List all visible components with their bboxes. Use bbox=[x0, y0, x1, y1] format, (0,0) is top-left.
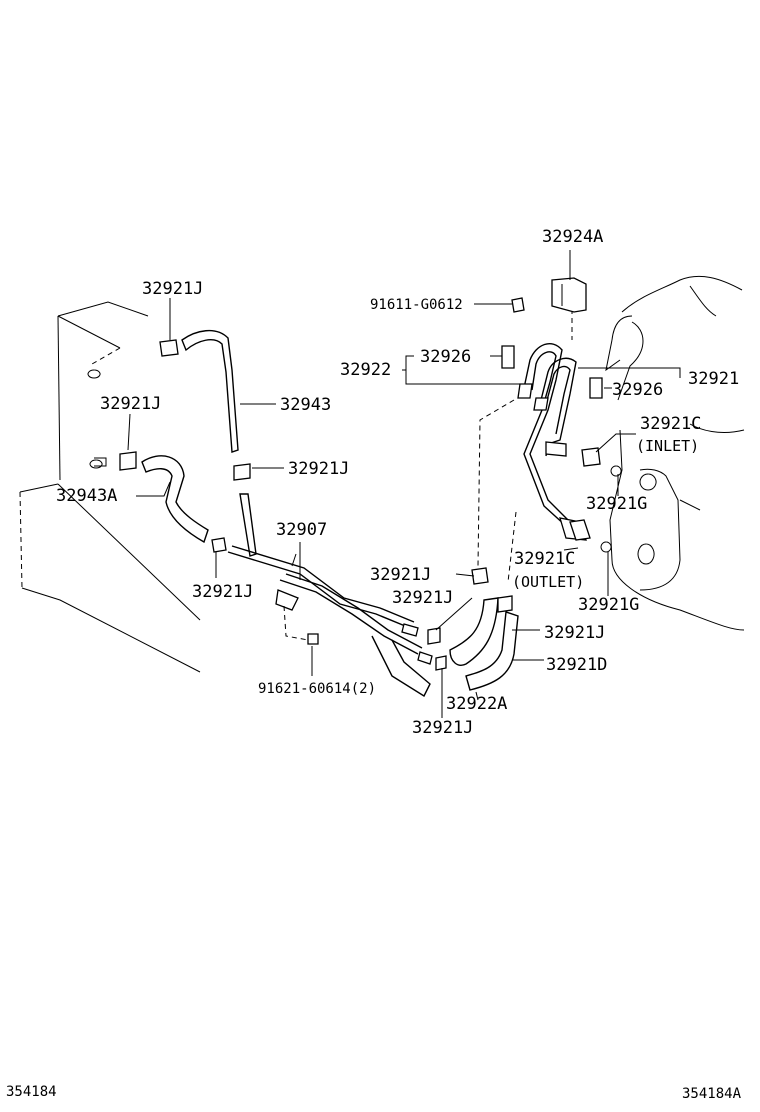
clip-32921J-top bbox=[159, 339, 179, 357]
bolt-91611 bbox=[511, 297, 525, 313]
label-32943: 32943 bbox=[280, 395, 331, 415]
pipe-32907 bbox=[227, 493, 433, 698]
union-32921C-inlet bbox=[581, 447, 622, 477]
label-32921G-a: 32921G bbox=[586, 494, 647, 514]
clip-32921J-center bbox=[427, 567, 513, 671]
label-32926-b: 32926 bbox=[612, 380, 663, 400]
radiator-outline bbox=[19, 301, 201, 673]
label-91611-G0612: 91611-G0612 bbox=[370, 297, 463, 313]
union-32921C-outlet bbox=[569, 519, 612, 553]
label-32921: 32921 bbox=[688, 369, 739, 389]
leader-lines bbox=[127, 250, 681, 718]
label-32921C-inlet: 32921C bbox=[640, 414, 701, 434]
label-32922A: 32922A bbox=[446, 694, 507, 714]
pipe-32921 bbox=[477, 300, 587, 583]
label-32921J-mid: 32921J bbox=[288, 459, 349, 479]
label-32921J-low: 32921J bbox=[192, 582, 253, 602]
label-32907: 32907 bbox=[276, 520, 327, 540]
label-inlet: (INLET) bbox=[636, 437, 699, 455]
clip-32921J-low bbox=[211, 537, 227, 553]
label-32924A: 32924A bbox=[542, 227, 603, 247]
hose-32943A bbox=[141, 455, 209, 544]
label-32921J-c3: 32921J bbox=[544, 623, 605, 643]
hose-32922A bbox=[449, 597, 499, 666]
clip-32921J-left bbox=[94, 451, 137, 471]
label-91621-60614: 91621-60614(2) bbox=[258, 681, 376, 697]
label-32921D: 32921D bbox=[546, 655, 607, 675]
label-outlet: (OUTLET) bbox=[512, 573, 584, 591]
label-32921J-c2: 32921J bbox=[392, 588, 453, 608]
bolt-91621 bbox=[283, 605, 319, 645]
diagram-code-right: 354184A bbox=[682, 1086, 742, 1102]
label-32926-a: 32926 bbox=[420, 347, 471, 367]
bracket-32924A bbox=[551, 277, 587, 313]
clip-32921J-mid bbox=[233, 463, 251, 481]
label-32921J-top: 32921J bbox=[142, 279, 203, 299]
label-32921C-outlet: 32921C bbox=[514, 549, 575, 569]
hose-32943 bbox=[181, 330, 239, 453]
cushion-32926-a bbox=[501, 345, 515, 369]
diagram-code-left: 354184 bbox=[6, 1084, 57, 1100]
label-32921J-left: 32921J bbox=[100, 394, 161, 414]
label-32921J-c1: 32921J bbox=[370, 565, 431, 585]
hose-32921D bbox=[465, 611, 519, 691]
label-32921G-b: 32921G bbox=[578, 595, 639, 615]
label-32922: 32922 bbox=[340, 360, 391, 380]
label-32943A: 32943A bbox=[56, 486, 117, 506]
label-32921J-bottom: 32921J bbox=[412, 718, 473, 738]
transmission-outline bbox=[605, 275, 745, 631]
cushion-32926-b bbox=[589, 377, 603, 399]
